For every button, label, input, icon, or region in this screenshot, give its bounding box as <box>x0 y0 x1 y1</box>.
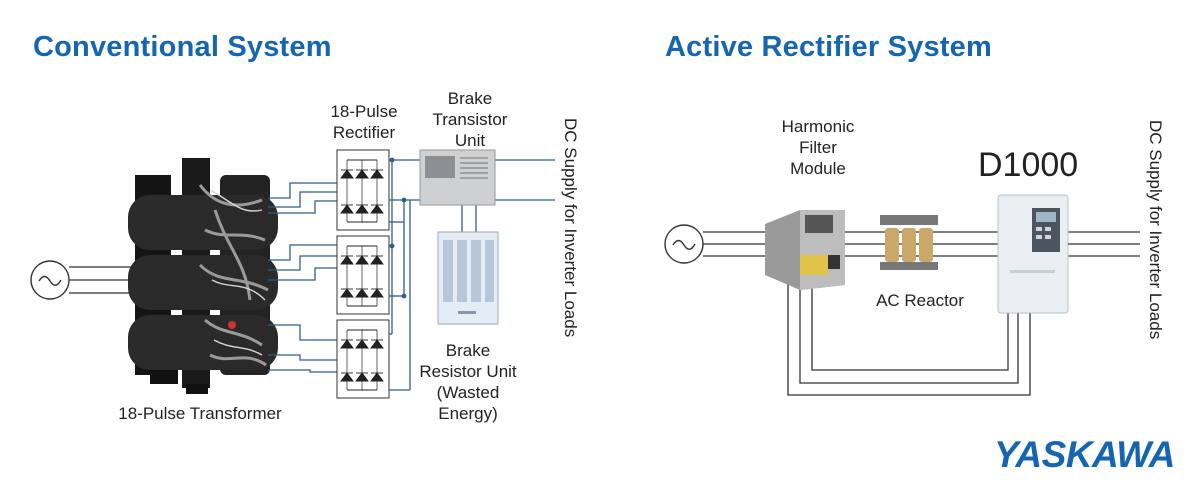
brake-transistor-label: Brake Transistor Unit <box>432 89 508 150</box>
transformer-label: 18-Pulse Transformer <box>118 404 282 423</box>
d1000-label: D1000 <box>978 146 1079 184</box>
dc-supply-label-left: DC Supply for Inverter Loads <box>561 118 580 338</box>
ac-source-right <box>664 224 704 264</box>
rectifier-diodes <box>340 159 384 391</box>
dc-supply-label-right: DC Supply for Inverter Loads <box>1146 120 1165 340</box>
harmonic-filter-label: Harmonic Filter Module <box>781 117 855 178</box>
ac-reactor-image <box>880 215 938 270</box>
brake-resistor-label: Brake Resistor Unit (Wasted Energy) <box>419 341 517 423</box>
brake-transistor-unit-image <box>419 149 496 206</box>
d1000-drive-image <box>997 194 1069 314</box>
brake-resistor-unit-image <box>437 231 499 325</box>
transformer-image <box>128 158 278 394</box>
rectifier-label: 18-Pulse Rectifier <box>330 102 398 142</box>
conventional-system-title: Conventional System <box>33 31 332 63</box>
yaskawa-logo: YASKAWA <box>994 434 1175 475</box>
harmonic-filter-module-image <box>765 210 845 290</box>
ac-source-left <box>30 260 70 300</box>
active-rectifier-system-title: Active Rectifier System <box>665 31 992 63</box>
transformer-output-wires <box>268 182 337 373</box>
rectifier-bridges <box>336 149 390 399</box>
ac-reactor-label: AC Reactor <box>876 291 964 310</box>
